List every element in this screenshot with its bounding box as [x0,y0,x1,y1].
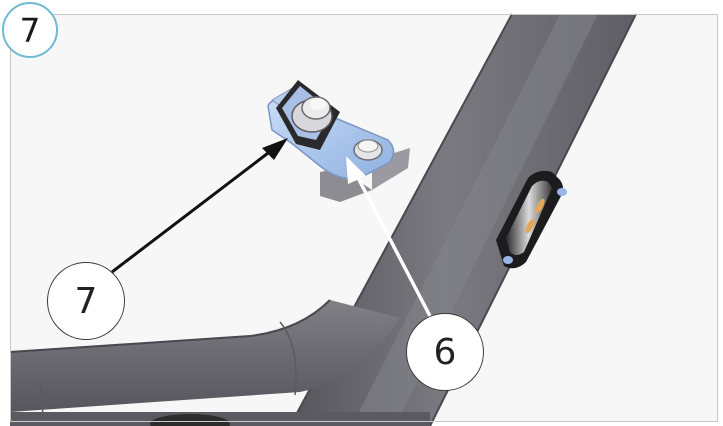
leader-arrow-6 [346,156,432,317]
side-light [496,170,567,269]
callout-part-7: 7 [47,262,125,340]
step-number-badge: 7 [2,2,58,58]
leader-arrow-7 [111,138,288,274]
frame-tube-horizontal [9,299,430,426]
callout-part-6: 6 [406,313,484,391]
mounted-component-part-7 [276,80,340,150]
